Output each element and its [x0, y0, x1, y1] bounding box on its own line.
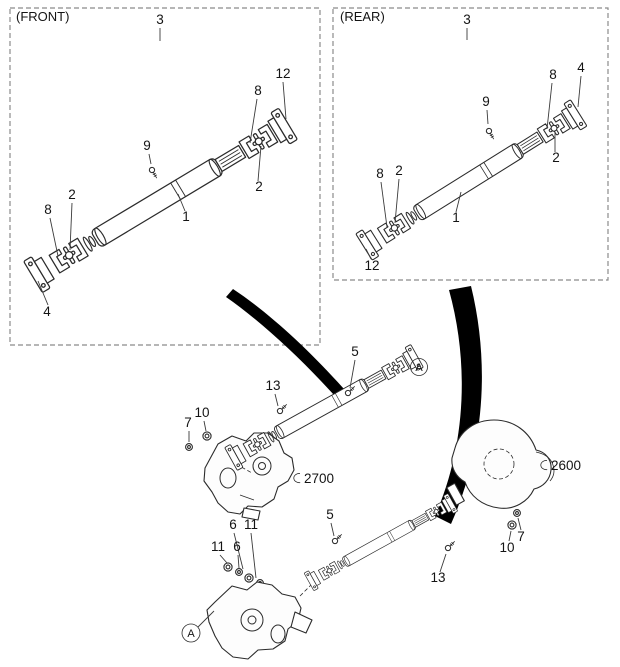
callout-rear-snap-ring-right: 8	[549, 67, 557, 82]
ref-pointer-icon	[540, 460, 548, 471]
callout-front-snap-ring-right: 8	[254, 83, 262, 98]
callout-front-companion-flange: 4	[43, 304, 51, 319]
callout-rear-snap-ring-left: 8	[376, 166, 384, 181]
callout-front-assembly: 3	[156, 12, 164, 27]
front-exploded-box: (FRONT) 3 12 8 2 9 1 2 8 4	[9, 7, 321, 346]
upper-washer-7	[185, 443, 193, 451]
callout-lower-nut-6a: 6	[229, 517, 237, 532]
lower-nut-6b	[244, 573, 254, 583]
main-callouts: 5 13 10 7 5 7 10 13 6 11 11 6	[184, 344, 525, 585]
callout-rear-shaft-tube: 1	[452, 210, 460, 225]
callout-rear-companion-flange: 4	[577, 60, 585, 75]
upper-propshaft	[224, 344, 424, 471]
callout-front-bolt: 9	[143, 138, 151, 153]
section-marker-lower: A	[181, 610, 215, 643]
front-callouts: 3 12 8 2 9 1 2 8 4	[43, 12, 290, 319]
callout-front-ujoint-right: 2	[255, 179, 263, 194]
front-sweep-stroke	[226, 289, 351, 404]
front-transfer-housing	[203, 432, 295, 521]
rear-callouts: 3 4 8 9 2 1 8 2 12	[364, 12, 585, 273]
callout-lower-washer-11b: 11	[211, 539, 225, 554]
lower-bolt-13	[443, 538, 458, 553]
rear-box-border	[332, 7, 609, 281]
callout-lower-nut-6b: 6	[233, 539, 241, 554]
upper-nut-10	[202, 431, 212, 441]
callout-rear-assembly: 3	[463, 12, 471, 27]
callout-front-flange-yoke: 12	[275, 66, 290, 81]
callout-lower-bolt-13: 13	[430, 570, 445, 585]
callout-upper-shaft-5: 5	[351, 344, 359, 359]
lower-washer-11a	[235, 568, 243, 576]
upper-bolt-13	[275, 401, 290, 416]
callout-rear-flange-yoke: 12	[364, 258, 379, 273]
callout-front-ujoint-left: 2	[68, 187, 76, 202]
rear-axle-housing	[446, 419, 555, 509]
rear-propshaft-exploded	[355, 99, 588, 261]
main-installed-view: A A 2700 2600	[181, 344, 581, 660]
bottom-transfer-case	[206, 581, 313, 660]
callout-rear-bolt: 9	[482, 94, 490, 109]
callout-upper-bolt-13: 13	[265, 378, 280, 393]
callout-lower-nut-10: 10	[499, 540, 514, 555]
callout-front-snap-ring-left: 8	[44, 202, 52, 217]
lower-nut-6a	[223, 562, 233, 572]
front-propshaft-exploded	[22, 107, 299, 294]
callout-upper-nut-10: 10	[194, 405, 209, 420]
section-marker-upper: A	[410, 358, 428, 376]
front-leader-lines	[37, 28, 287, 306]
rear-box-label: (REAR)	[340, 9, 385, 24]
callout-front-shaft-tube: 1	[182, 209, 190, 224]
front-flange-bolt	[147, 165, 160, 181]
main-leader-lines	[188, 359, 522, 579]
section-letter-upper: A	[415, 362, 423, 374]
callout-rear-ujoint-left: 2	[395, 163, 403, 178]
unit-ref-2700: 2700	[293, 471, 334, 486]
unit-ref-2700-label: 2700	[304, 471, 334, 486]
rear-exploded-box: (REAR) 3 4 8 9 2 1 8 2 12	[332, 7, 609, 281]
rear-leader-lines	[365, 28, 582, 260]
lower-washer-7	[513, 509, 521, 517]
unit-ref-2600: 2600	[540, 458, 581, 473]
front-box-border	[9, 7, 321, 346]
front-box-label: (FRONT)	[16, 9, 69, 24]
callout-rear-ujoint-right: 2	[552, 150, 560, 165]
unit-ref-2600-label: 2600	[551, 458, 581, 473]
section-letter-lower: A	[187, 628, 195, 640]
rear-flange-bolt	[484, 126, 497, 142]
callout-lower-shaft-5: 5	[326, 507, 334, 522]
callout-lower-washer-7: 7	[517, 529, 525, 544]
callout-lower-washer-11a: 11	[244, 517, 258, 532]
ref-pointer-icon	[293, 473, 301, 484]
lower-nut-10	[507, 520, 517, 530]
callout-upper-washer-7: 7	[184, 415, 192, 430]
